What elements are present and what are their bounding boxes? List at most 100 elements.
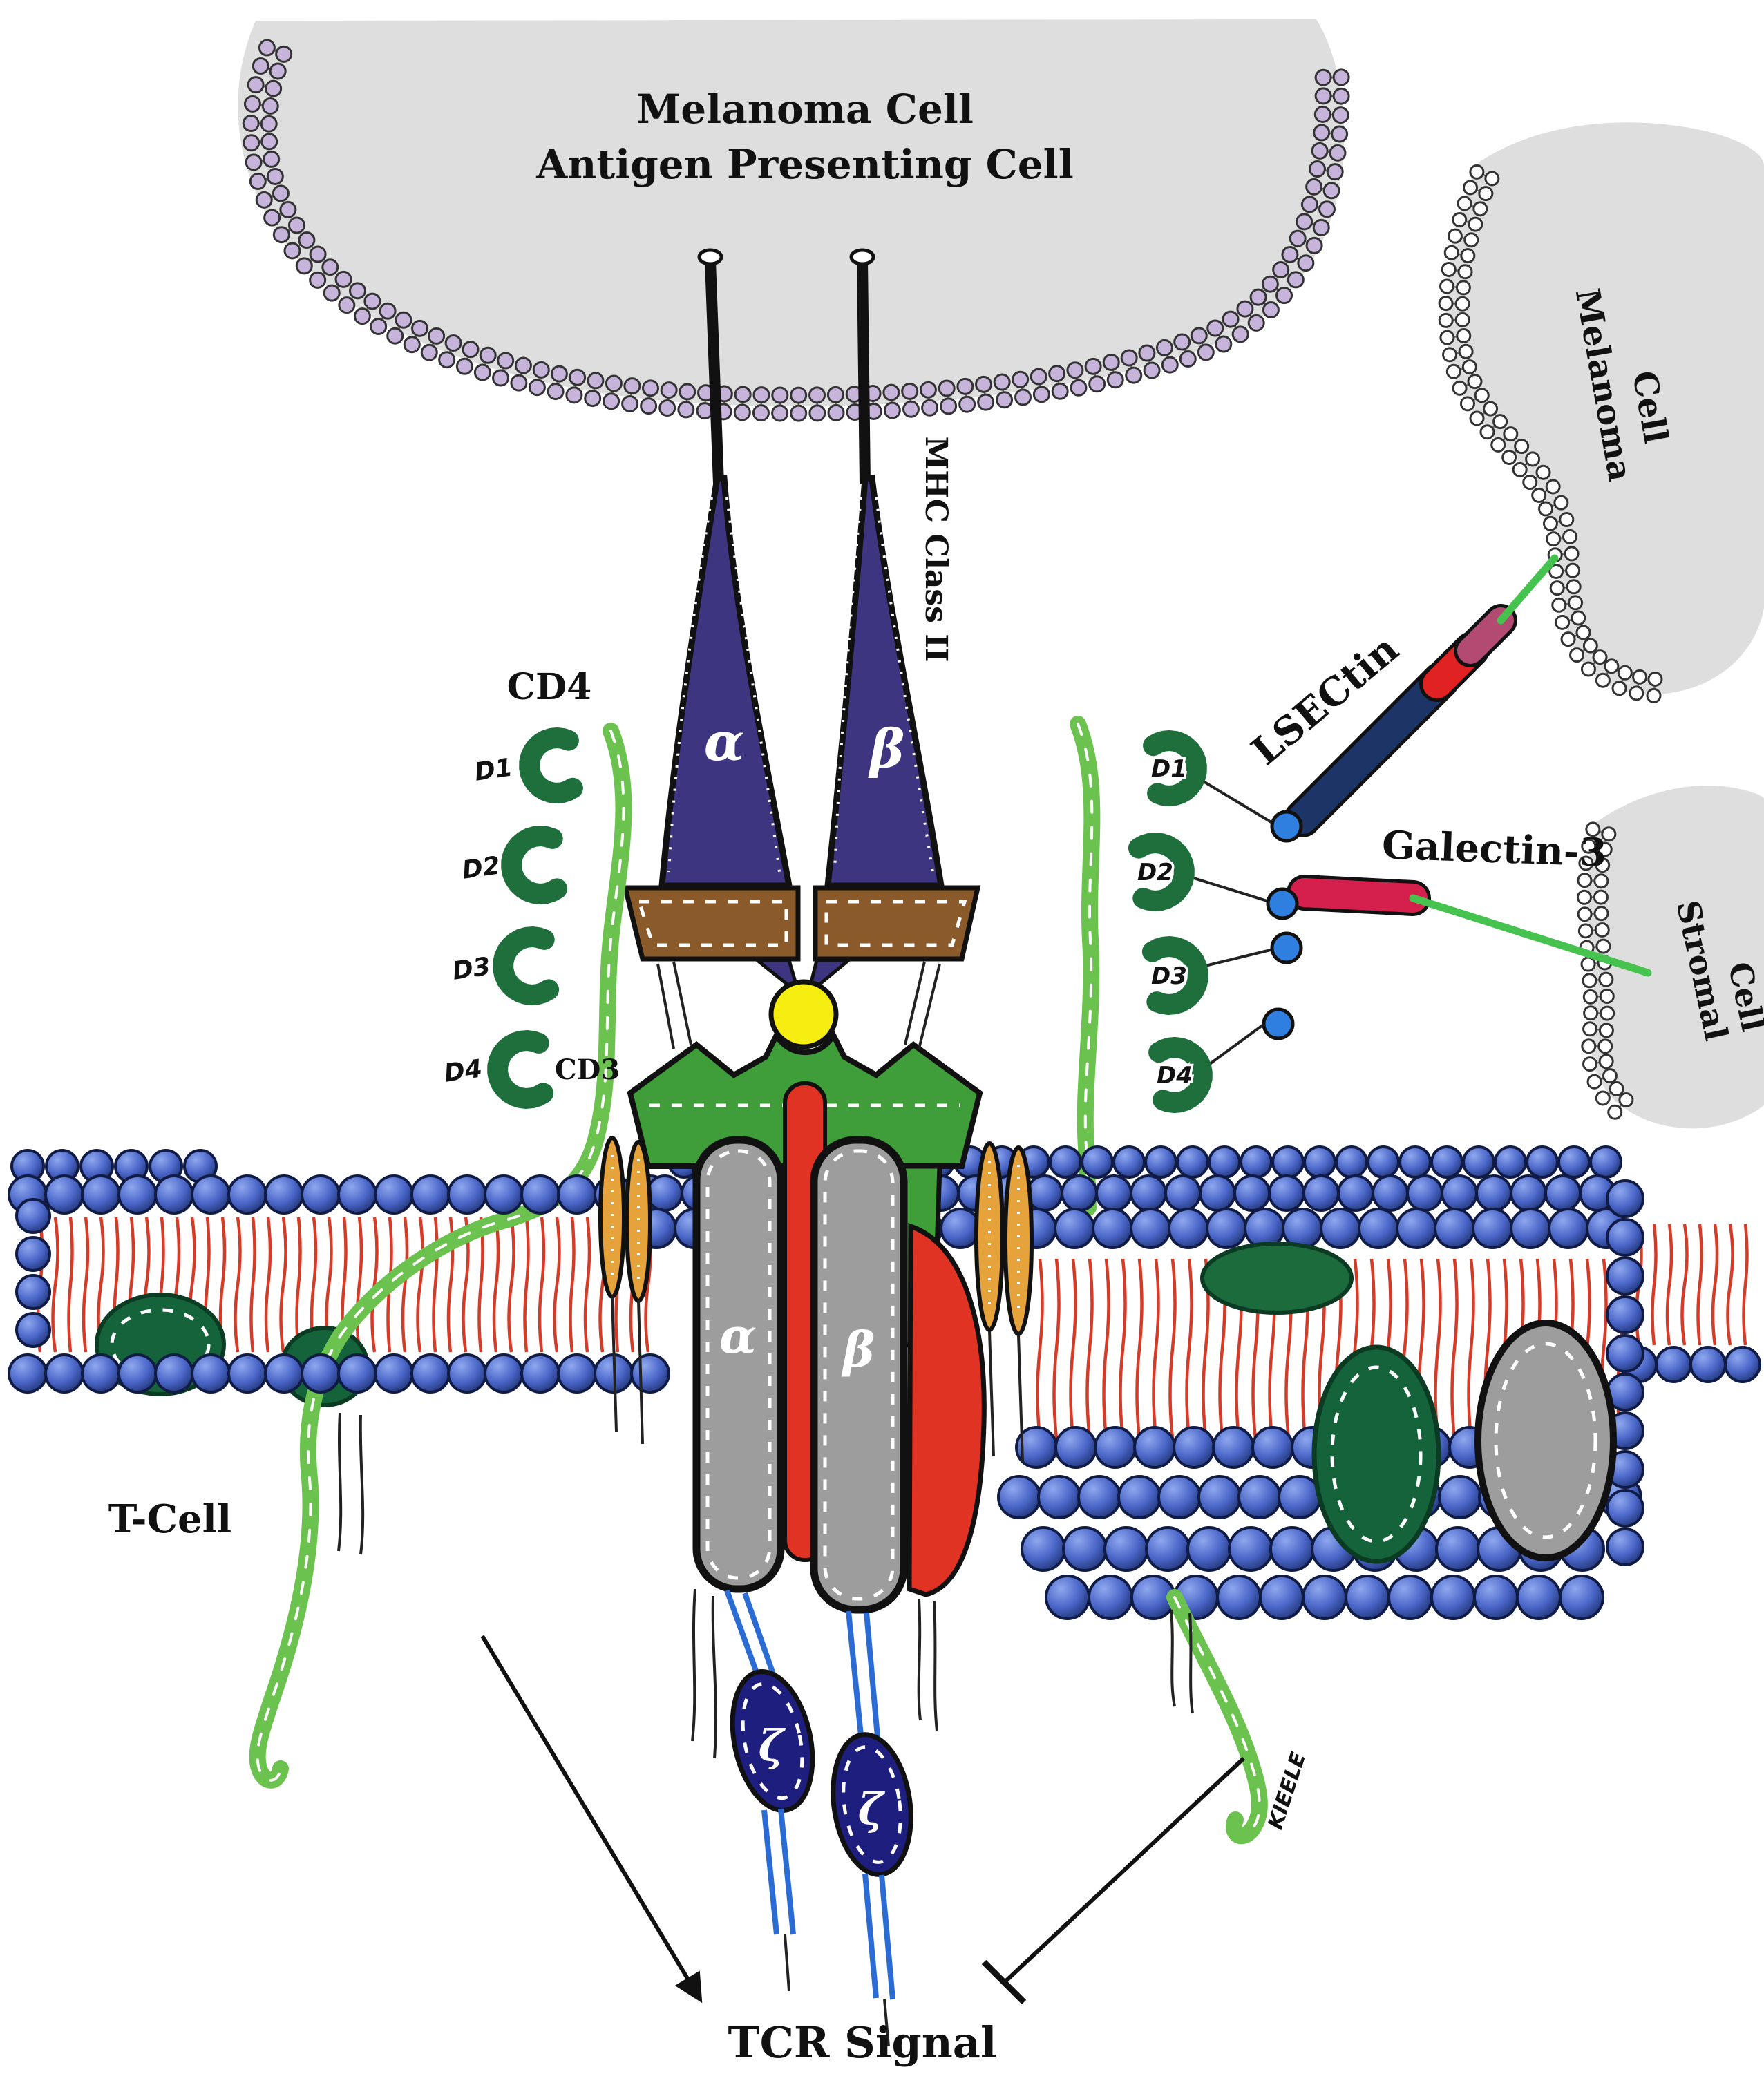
- phospholipid-head: [1130, 1208, 1171, 1249]
- phospholipid-head: [1606, 1218, 1644, 1257]
- lipid-head: [1275, 287, 1293, 305]
- lipid-head: [444, 334, 462, 352]
- tcr-alpha-chain: [692, 1136, 785, 1593]
- phospholipid-head: [1049, 1145, 1082, 1179]
- zeta-chain-2-dash: [842, 1745, 902, 1864]
- cytoplasmic-hair: [691, 1588, 696, 1742]
- inhibition-line: [1003, 1756, 1246, 1984]
- phospholipid-head: [1228, 1526, 1273, 1572]
- lipid-head: [245, 153, 263, 171]
- lipid-head: [1313, 124, 1331, 142]
- lipid-head: [919, 381, 937, 399]
- lipid-head: [287, 216, 305, 234]
- lipid-tail-red: [1085, 1258, 1094, 1439]
- lipid-head: [492, 369, 510, 387]
- phospholipid-head: [1606, 1179, 1644, 1218]
- lipid-head: [1592, 649, 1608, 665]
- phospholipid-head: [1406, 1174, 1443, 1212]
- lipid-head: [640, 397, 658, 415]
- lipid-head: [1611, 681, 1627, 696]
- mhc-beta-stalk: [857, 260, 871, 484]
- lipid-head: [528, 379, 546, 397]
- cd3-label: CD3: [555, 1054, 620, 1086]
- lipid-head: [584, 390, 602, 408]
- lipid-head: [1492, 414, 1508, 430]
- lipid-head: [1445, 363, 1461, 379]
- lipid-head: [1593, 889, 1609, 905]
- lipid-head: [1576, 889, 1592, 905]
- lipid-head: [1581, 838, 1597, 854]
- phospholipid-head: [1557, 1145, 1591, 1179]
- lipid-head: [1457, 196, 1472, 211]
- phospholipid-head: [1037, 1475, 1081, 1519]
- phospholipid-head: [1061, 1174, 1098, 1212]
- lipid-head: [1032, 386, 1050, 403]
- phospholipid-head: [1094, 1426, 1137, 1469]
- phospholipid-head: [940, 1208, 981, 1249]
- peptide-groove-dash: [636, 900, 788, 947]
- lipid-head: [1553, 495, 1569, 511]
- lipid-head: [1629, 685, 1644, 701]
- lipid-head: [1438, 296, 1454, 312]
- lipid-head: [279, 200, 297, 218]
- lipid-head: [790, 404, 808, 422]
- zeta-chains: ζ ζ: [337, 1412, 1194, 2047]
- phospholipid-head: [1335, 1145, 1368, 1179]
- kieele-motif-label: KIEELE: [1264, 1749, 1311, 1832]
- lipid-tail-red: [51, 1217, 59, 1353]
- lipid-head: [977, 393, 995, 411]
- glycan-circle: [1266, 887, 1299, 920]
- lipid-tail-red: [279, 1217, 287, 1353]
- lipid-head: [403, 336, 421, 354]
- cd4-domain-label-d3: D3: [451, 952, 492, 985]
- lipid-head: [1439, 330, 1455, 345]
- lipid-head: [455, 357, 473, 375]
- phospholipid-head: [15, 1274, 51, 1310]
- phospholipid-head: [374, 1353, 414, 1394]
- lipid-tail-red: [1726, 1224, 1734, 1346]
- lipid-head: [1593, 906, 1609, 922]
- membrane-protein-green-large-dash: [1330, 1365, 1423, 1543]
- cd4-domain-label-d4: D4: [442, 1054, 484, 1087]
- lag3-domain-label-d1: D1: [1151, 755, 1187, 783]
- lipid-head: [1030, 368, 1047, 386]
- lipid-head: [260, 133, 278, 151]
- lipid-head: [1577, 923, 1593, 939]
- ig-domain: [487, 1030, 554, 1109]
- cytoplasmic-hair: [1188, 1613, 1194, 1714]
- lipid-head: [1595, 938, 1611, 954]
- lipid-head: [1538, 501, 1554, 517]
- phospholipid-head: [1337, 1174, 1374, 1212]
- lipid-head: [882, 383, 900, 401]
- cd4-domain-label-d1: D1: [473, 753, 514, 786]
- zeta-chain-1-dash: [741, 1682, 804, 1800]
- lipid-head: [808, 386, 826, 404]
- lag3-cytoplasmic-tail-dash: [1173, 1596, 1261, 1831]
- surface-protein-green: [1200, 1242, 1354, 1315]
- antigen-presenting-cell: Melanoma Cell Antigen Presenting Cell: [238, 19, 1350, 422]
- phospholipid-head: [1516, 1575, 1562, 1620]
- lag3-domain-label-d4: D4: [1157, 1062, 1193, 1090]
- lipid-head: [1066, 361, 1084, 379]
- phospholipid-head: [1302, 1575, 1347, 1620]
- phospholipid-head: [1430, 1575, 1476, 1620]
- lipid-head: [260, 115, 278, 133]
- lipid-head: [242, 115, 260, 133]
- lipid-head: [677, 401, 695, 419]
- membrane-protein-gray-dash: [1494, 1342, 1597, 1539]
- lipid-head: [1602, 1068, 1618, 1084]
- lipid-tail-red: [538, 1217, 546, 1353]
- phospholipid-head: [1164, 1174, 1202, 1212]
- lipid-head: [1549, 580, 1565, 596]
- lipid-head: [321, 258, 339, 276]
- mhc-alpha-chain: [658, 475, 793, 889]
- lipid-head: [1155, 339, 1173, 356]
- lipid-head: [1459, 396, 1475, 412]
- glycan-circle: [1270, 810, 1303, 843]
- phospholipid-head: [15, 1198, 51, 1234]
- lipid-head: [249, 173, 267, 191]
- lipid-head: [1545, 479, 1561, 495]
- phospholipid-head: [1303, 1145, 1336, 1179]
- phospholipid-head: [1233, 1174, 1271, 1212]
- lag3-cytoplasmic-tail: [1166, 1589, 1268, 1845]
